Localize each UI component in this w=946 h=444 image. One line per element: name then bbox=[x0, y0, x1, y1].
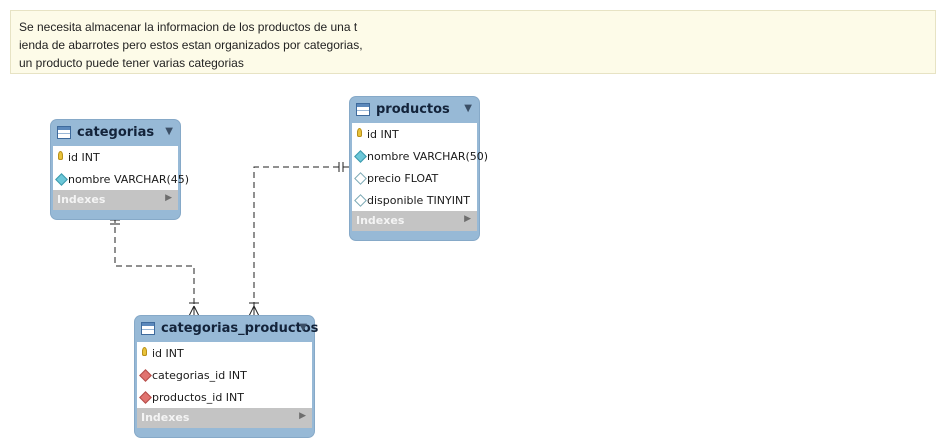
foreign-key-icon bbox=[139, 369, 152, 382]
not-null-column-icon bbox=[55, 173, 68, 186]
column-row[interactable]: nombre VARCHAR(50) bbox=[352, 145, 488, 167]
indexes-section[interactable]: Indexes ▶ bbox=[352, 211, 477, 231]
primary-key-icon bbox=[142, 347, 147, 356]
relationship-productos-categorias-productos[interactable] bbox=[248, 162, 349, 317]
expand-arrow-icon[interactable]: ▶ bbox=[299, 411, 306, 421]
column-label: productos_id INT bbox=[152, 391, 244, 404]
column-row[interactable]: id INT bbox=[53, 146, 178, 168]
column-row[interactable]: precio FLOAT bbox=[352, 167, 477, 189]
collapse-triangle-icon[interactable]: ▼ bbox=[464, 103, 472, 114]
indexes-section[interactable]: Indexes ▶ bbox=[53, 190, 178, 210]
column-row[interactable]: id INT bbox=[137, 342, 312, 364]
foreign-key-icon bbox=[139, 391, 152, 404]
not-null-column-icon bbox=[354, 150, 367, 163]
table-icon bbox=[57, 126, 71, 139]
table-icon bbox=[141, 322, 155, 335]
primary-key-icon bbox=[357, 128, 362, 137]
table-header[interactable]: categorias_productos ▼ bbox=[135, 316, 318, 342]
collapse-triangle-icon[interactable]: ▼ bbox=[165, 126, 173, 137]
indexes-section[interactable]: Indexes ▶ bbox=[137, 408, 312, 428]
expand-arrow-icon[interactable]: ▶ bbox=[165, 193, 172, 203]
column-label: nombre VARCHAR(50) bbox=[367, 150, 489, 163]
table-title: categorias bbox=[77, 125, 155, 140]
table-categorias[interactable]: categorias ▼ id INT nombre VARCHAR(45) I… bbox=[51, 120, 189, 219]
note-line: ienda de abarrotes pero estos estan orga… bbox=[19, 38, 363, 52]
column-row[interactable]: nombre VARCHAR(45) bbox=[53, 168, 189, 190]
column-row[interactable]: productos_id INT bbox=[137, 386, 312, 408]
table-header[interactable]: categorias ▼ bbox=[51, 120, 180, 146]
note-line: un producto puede tener varias categoria… bbox=[19, 56, 244, 70]
table-icon bbox=[356, 103, 370, 116]
column-label: id INT bbox=[68, 151, 100, 164]
relationship-categorias-categorias-productos[interactable] bbox=[110, 217, 200, 317]
column-row[interactable]: id INT bbox=[352, 123, 477, 145]
column-row[interactable]: categorias_id INT bbox=[137, 364, 312, 386]
diagram-note[interactable]: Se necesita almacenar la informacion de … bbox=[10, 10, 936, 74]
primary-key-icon bbox=[58, 151, 63, 160]
indexes-label: Indexes bbox=[141, 411, 190, 424]
table-title: productos bbox=[376, 102, 450, 117]
nullable-column-icon bbox=[354, 194, 367, 207]
expand-arrow-icon[interactable]: ▶ bbox=[464, 214, 471, 224]
table-productos[interactable]: productos ▼ id INT nombre VARCHAR(50) pr… bbox=[350, 97, 488, 240]
table-categorias-productos[interactable]: categorias_productos ▼ id INT categorias… bbox=[135, 316, 318, 437]
nullable-column-icon bbox=[354, 172, 367, 185]
indexes-label: Indexes bbox=[57, 193, 106, 206]
column-label: id INT bbox=[367, 128, 399, 141]
collapse-triangle-icon[interactable]: ▼ bbox=[299, 322, 307, 333]
column-label: disponible TINYINT bbox=[367, 194, 470, 207]
column-label: id INT bbox=[152, 347, 184, 360]
table-title: categorias_productos bbox=[161, 321, 319, 336]
indexes-label: Indexes bbox=[356, 214, 405, 227]
column-label: categorias_id INT bbox=[152, 369, 247, 382]
column-label: precio FLOAT bbox=[367, 172, 439, 185]
note-line: Se necesita almacenar la informacion de … bbox=[19, 20, 358, 34]
column-row[interactable]: disponible TINYINT bbox=[352, 189, 477, 211]
column-label: nombre VARCHAR(45) bbox=[68, 173, 190, 186]
table-header[interactable]: productos ▼ bbox=[350, 97, 479, 123]
